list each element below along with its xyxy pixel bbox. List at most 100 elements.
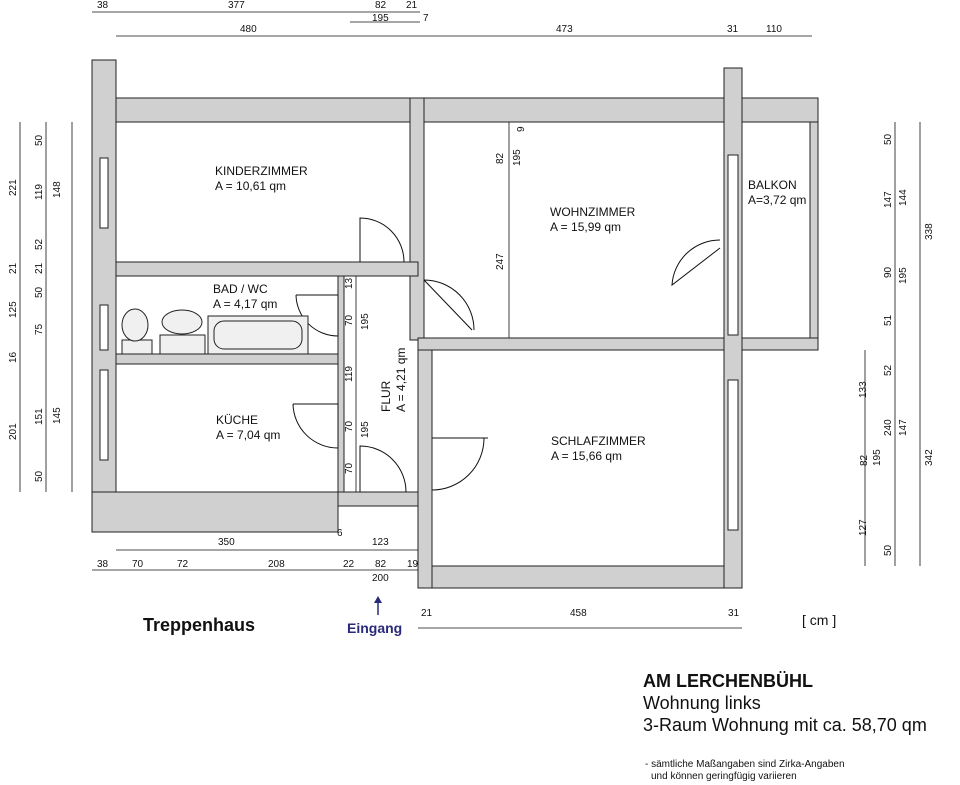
dim-label: 200 — [372, 573, 389, 584]
dim-label: 51 — [883, 314, 894, 326]
dim-label: 19 — [407, 559, 419, 570]
disclaimer-line-1: - sämtliche Maßangaben sind Zirka-Angabe… — [645, 759, 845, 770]
dim-label: 16 — [8, 351, 19, 363]
dim-label: 195 — [360, 421, 371, 438]
dim-label: 50 — [34, 470, 45, 482]
room-name-bad: BAD / WC — [213, 282, 268, 296]
dim-label: 195 — [872, 449, 883, 466]
dim-label: 208 — [268, 559, 285, 570]
dim-label: 247 — [495, 253, 506, 270]
dim-label: 377 — [228, 0, 245, 11]
dim-label: 38 — [97, 0, 109, 11]
dim-label: 21 — [406, 0, 418, 11]
dim-label: 195 — [360, 313, 371, 330]
dim-label: 119 — [344, 366, 355, 382]
sink-base — [159, 334, 206, 355]
dim-label: 151 — [34, 408, 45, 425]
dim-label: 75 — [34, 323, 45, 335]
dim-label: 145 — [52, 407, 63, 424]
dim-label: 31 — [727, 24, 739, 35]
room-name-flur: FLUR — [379, 380, 393, 412]
dim-label: 350 — [218, 537, 235, 548]
dim-label: 147 — [898, 419, 909, 436]
toilet-tank — [121, 339, 153, 355]
dim-label: 342 — [924, 449, 935, 466]
dim-label: 82 — [375, 0, 387, 11]
disclaimer-line-2: und können geringfügig variieren — [651, 771, 797, 782]
dim-label: 52 — [883, 364, 894, 376]
dim-label: 13 — [344, 277, 355, 289]
dim-label: 90 — [883, 266, 894, 278]
dim-label: 70 — [132, 559, 144, 570]
dim-label: 6 — [337, 528, 343, 539]
entrance-label: Eingang — [347, 620, 403, 636]
room-area-wohnzimmer: A = 15,99 qm — [550, 220, 621, 234]
disclaimer-note: - sämtliche Maßangaben sind Zirka-Angabe… — [645, 759, 955, 783]
room-name-kinderzimmer: KINDERZIMMER — [215, 164, 308, 178]
dim-label: 458 — [570, 608, 587, 619]
dim-label: 201 — [8, 423, 19, 440]
room-area-kueche: A = 7,04 qm — [216, 428, 280, 442]
doors — [292, 217, 721, 493]
stairwell-label: Treppenhaus — [143, 615, 256, 635]
dim-label: 473 — [556, 24, 573, 35]
apartment-position: Wohnung links — [643, 693, 761, 713]
dim-label: 110 — [766, 24, 782, 35]
toilet-icon — [121, 308, 149, 342]
dimension-lines — [19, 11, 921, 629]
dim-label: 195 — [898, 267, 909, 284]
apartment-summary: 3-Raum Wohnung mit ca. 58,70 qm — [643, 715, 927, 735]
dim-label: 195 — [372, 13, 389, 24]
dim-label: 144 — [898, 189, 909, 206]
dim-label: 119 — [34, 184, 45, 200]
dim-label: 82 — [495, 152, 506, 164]
room-area-balkon: A=3,72 qm — [748, 193, 806, 207]
dim-label: 9 — [516, 126, 527, 132]
dim-label: 50 — [883, 133, 894, 145]
dim-label: 21 — [421, 608, 433, 619]
room-name-balkon: BALKON — [748, 178, 797, 192]
dimension-labels: 38 377 82 21 195 7 480 473 31 110 221 21… — [8, 0, 935, 619]
unit-label: [ cm ] — [802, 612, 837, 628]
title-block: AM LERCHENBÜHL Wohnung links 3-Raum Wohn… — [643, 670, 927, 736]
dim-label: 22 — [343, 559, 355, 570]
dim-label: 50 — [34, 286, 45, 298]
room-name-kueche: KÜCHE — [216, 413, 258, 427]
dim-label: 50 — [883, 544, 894, 556]
dim-label: 38 — [97, 559, 109, 570]
dim-label: 338 — [924, 223, 935, 240]
dim-label: 21 — [8, 262, 19, 274]
dim-label: 240 — [883, 419, 894, 436]
dim-label: 7 — [423, 13, 429, 24]
dim-label: 70 — [344, 314, 355, 326]
dim-label: 50 — [34, 134, 45, 146]
dim-label: 72 — [177, 559, 189, 570]
room-labels: KINDERZIMMER A = 10,61 qm WOHNZIMMER A =… — [213, 164, 806, 463]
dim-label: 21 — [34, 262, 45, 274]
entrance-arrow-icon — [374, 596, 382, 615]
room-name-schlafzimmer: SCHLAFZIMMER — [551, 434, 646, 448]
dim-label: 127 — [858, 519, 869, 536]
dim-label: 123 — [372, 537, 389, 548]
dim-label: 133 — [858, 381, 869, 398]
dim-label: 147 — [883, 191, 894, 208]
room-area-kinderzimmer: A = 10,61 qm — [215, 179, 286, 193]
dim-label: 480 — [240, 24, 257, 35]
bathroom-fixtures — [121, 308, 309, 355]
dim-label: 195 — [512, 149, 523, 166]
dim-label: 221 — [8, 179, 19, 196]
dim-label: 31 — [728, 608, 740, 619]
dim-label: 52 — [34, 238, 45, 250]
room-name-wohnzimmer: WOHNZIMMER — [550, 205, 636, 219]
room-area-flur: A = 4,21 qm — [394, 348, 408, 412]
room-area-schlafzimmer: A = 15,66 qm — [551, 449, 622, 463]
dim-label: 70 — [344, 420, 355, 432]
dim-label: 125 — [8, 301, 19, 318]
dim-label: 70 — [344, 462, 355, 474]
dim-label: 148 — [52, 181, 63, 198]
room-area-bad: A = 4,17 qm — [213, 297, 277, 311]
dim-label: 82 — [859, 454, 870, 466]
dim-label: 82 — [375, 559, 387, 570]
property-title: AM LERCHENBÜHL — [643, 671, 813, 691]
